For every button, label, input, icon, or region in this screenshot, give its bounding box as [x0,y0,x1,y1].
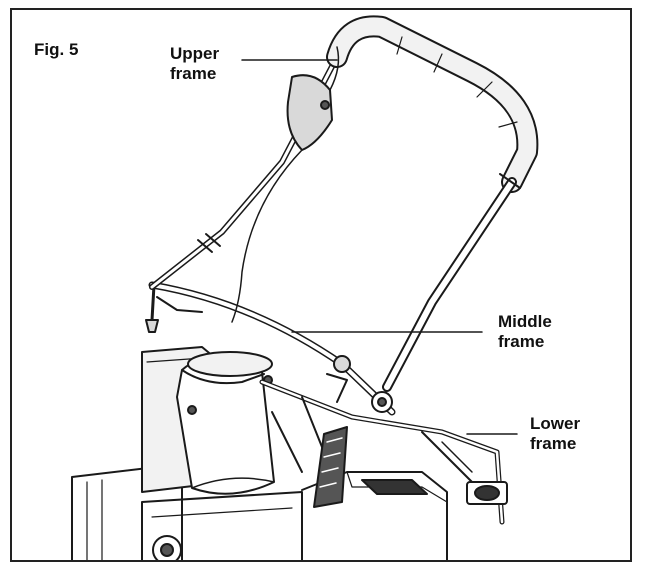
middle-frame-label: Middle frame [498,312,552,351]
upper-frame [149,15,539,392]
upper-frame-label: Upper frame [170,44,220,83]
snow-thrower-handle-diagram [71,15,539,560]
figure-border: Fig. 5 Upper frame Middle frame Lower fr… [10,8,632,562]
middle-frame [145,281,396,416]
callout-lines [241,59,518,435]
discharge-chute [176,351,275,495]
lower-frame-label: Lower frame [530,414,581,453]
figure-label: Fig. 5 [34,40,79,59]
lower-frame [259,379,508,525]
